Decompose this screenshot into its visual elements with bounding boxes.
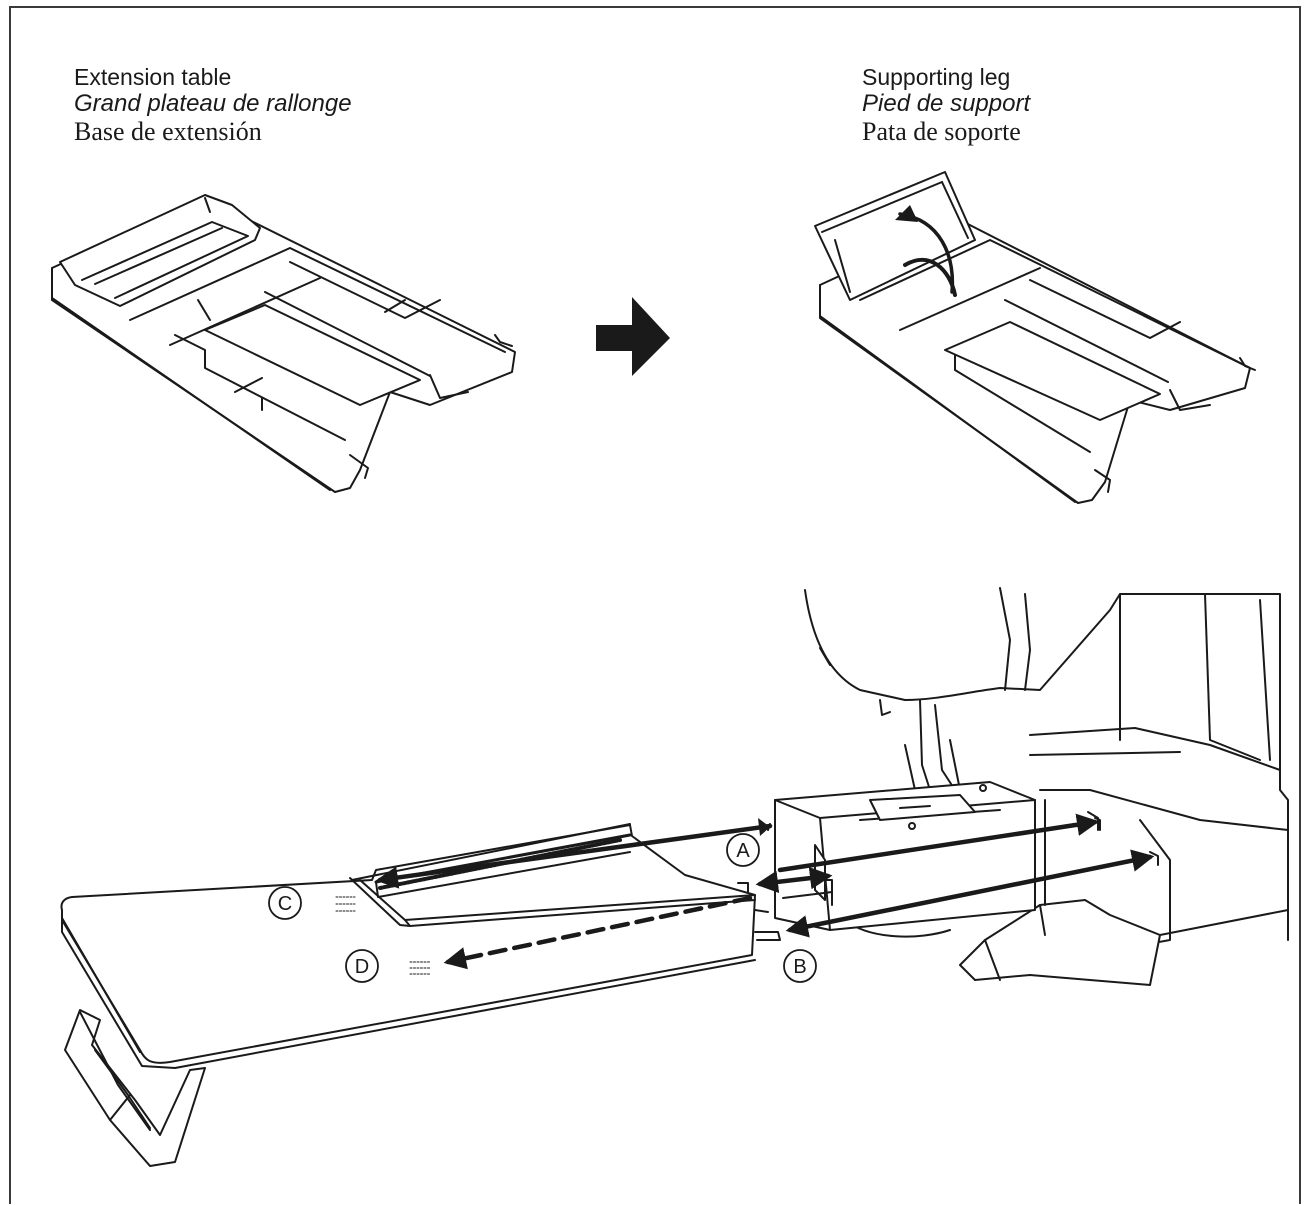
supporting-leg-label-es: Pata de soporte (862, 117, 1021, 146)
supporting-leg-label-fr: Pied de support (862, 90, 1031, 117)
extension-table-leg-open-illustration (814, 171, 1256, 504)
page-frame (9, 6, 1301, 1204)
callout-a-text: A (736, 840, 750, 862)
insertion-arrows (375, 813, 1155, 970)
supporting-leg-label: Supporting leg Pied de support Pata de s… (862, 66, 1030, 145)
sewing-machine-illustration (774, 587, 1289, 986)
extension-table-label-fr: Grand plateau de rallonge (74, 90, 352, 117)
callout-a: A (726, 833, 760, 867)
callout-c: C (268, 886, 302, 920)
callout-d-text: D (355, 956, 369, 978)
callout-d: D (345, 949, 379, 983)
extension-table-label-es: Base de extensión (74, 117, 262, 146)
arrow-pin-lower (785, 849, 1155, 938)
next-step-arrow-icon (596, 297, 670, 376)
callout-b-text: B (793, 956, 806, 978)
extension-table-label: Extension table Grand plateau de rallong… (74, 66, 352, 145)
arrow-a-left (375, 823, 773, 889)
arrow-a-head-icon (758, 818, 770, 836)
callout-c-text: C (278, 893, 292, 915)
extension-table-underside-illustration (51, 194, 516, 493)
extension-table-attach-illustration (60, 823, 781, 1167)
callout-b: B (783, 949, 817, 983)
arrow-d-dashed (443, 895, 753, 970)
extension-table-label-en: Extension table (74, 64, 232, 90)
supporting-leg-label-en: Supporting leg (862, 64, 1011, 90)
